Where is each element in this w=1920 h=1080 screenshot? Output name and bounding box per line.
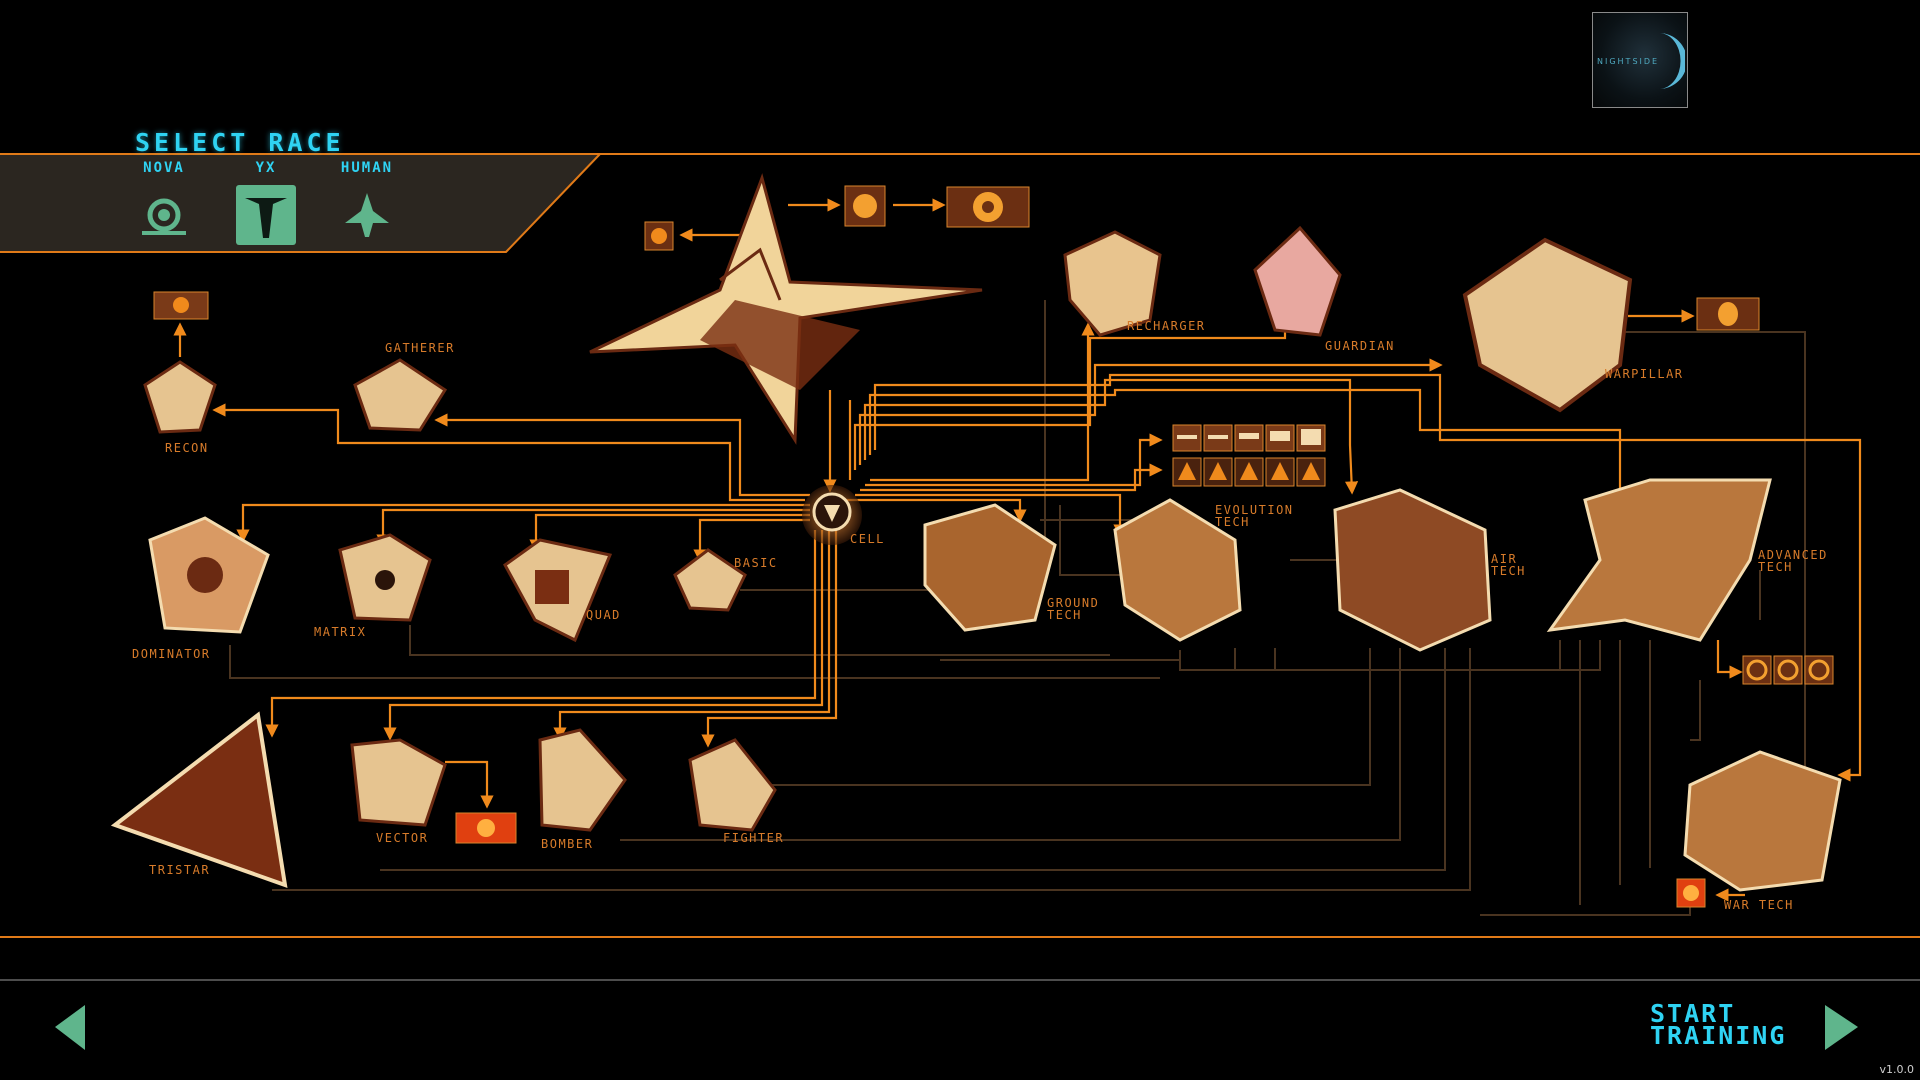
start-training-button[interactable]: START TRAINING xyxy=(1650,999,1787,1050)
race-label-human: HUMAN xyxy=(340,160,394,176)
unit-sprites xyxy=(110,173,1842,892)
unit-label-war-tech[interactable]: WAR TECH xyxy=(1724,898,1794,912)
unit-label-matrix[interactable]: MATRIX xyxy=(314,625,367,639)
unit-label-guardian[interactable]: GUARDIAN xyxy=(1325,339,1395,353)
fighter-sprite xyxy=(688,738,777,832)
unit-label-vector[interactable]: VECTOR xyxy=(376,831,429,845)
human-ship-icon xyxy=(345,193,389,237)
crescent-moon-icon xyxy=(1659,33,1685,89)
ground-tech-sprite xyxy=(923,503,1057,632)
upgrade-icons xyxy=(153,185,1834,908)
basic-sprite xyxy=(673,548,747,612)
back-arrow-icon[interactable] xyxy=(55,1005,85,1050)
guardian-sprite xyxy=(1253,225,1342,337)
unit-label-tristar[interactable]: TRISTAR xyxy=(149,863,211,877)
unit-label-basic[interactable]: BASIC xyxy=(734,556,778,570)
unlocked-connections xyxy=(173,198,1862,902)
unit-label-dominator[interactable]: DOMINATOR xyxy=(132,647,211,661)
air-tech-sprite xyxy=(1333,488,1492,652)
logo-text: NIGHTSIDE xyxy=(1597,57,1660,66)
unit-label-air-tech[interactable]: AIR TECH xyxy=(1491,552,1526,578)
nova-ship-icon xyxy=(142,198,186,235)
unit-label-quad[interactable]: QUAD xyxy=(586,608,621,622)
unit-label-recon[interactable]: RECON xyxy=(165,441,209,455)
race-panel xyxy=(0,154,600,252)
unit-label-gatherer[interactable]: GATHERER xyxy=(385,341,455,355)
unit-label-bomber[interactable]: BOMBER xyxy=(541,837,594,851)
unit-label-warpillar[interactable]: WARPILLAR xyxy=(1605,367,1684,381)
advanced-tech-sprite xyxy=(1546,478,1772,642)
yx-ship-icon xyxy=(245,198,287,238)
cell-sprite xyxy=(802,485,862,545)
race-button-human[interactable] xyxy=(337,185,397,245)
gatherer-sprite xyxy=(353,358,448,432)
warpillar-sprite xyxy=(1462,237,1633,413)
bomber-sprite xyxy=(538,728,627,832)
unit-label-evolution-tech[interactable]: EVOLUTION TECH xyxy=(1215,503,1294,529)
forward-arrow-icon[interactable] xyxy=(1825,1005,1858,1050)
select-race-title: SELECT RACE xyxy=(135,128,345,157)
vector-sprite xyxy=(350,738,447,827)
tristar-sprite xyxy=(110,711,288,889)
unit-label-advanced-tech[interactable]: ADVANCED TECH xyxy=(1758,548,1828,574)
recharger-sprite xyxy=(1063,230,1162,337)
race-label-nova: NOVA xyxy=(143,160,185,176)
mothership-sprite xyxy=(589,173,983,445)
evolution-tech-sprite xyxy=(1113,498,1242,642)
unit-label-ground-tech[interactable]: GROUND TECH xyxy=(1047,596,1100,622)
recon-sprite xyxy=(143,360,217,434)
unit-label-cell[interactable]: CELL xyxy=(850,532,885,546)
race-button-nova[interactable] xyxy=(134,185,194,245)
war-tech-sprite xyxy=(1683,750,1842,892)
game-logo: NIGHTSIDE xyxy=(1592,12,1688,108)
race-label-yx: YX xyxy=(255,160,277,176)
unit-label-fighter[interactable]: FIGHTER xyxy=(723,831,785,845)
version-label: v1.0.0 xyxy=(1879,1063,1915,1076)
race-button-yx[interactable] xyxy=(236,185,296,245)
unit-label-recharger[interactable]: RECHARGER xyxy=(1127,319,1206,333)
